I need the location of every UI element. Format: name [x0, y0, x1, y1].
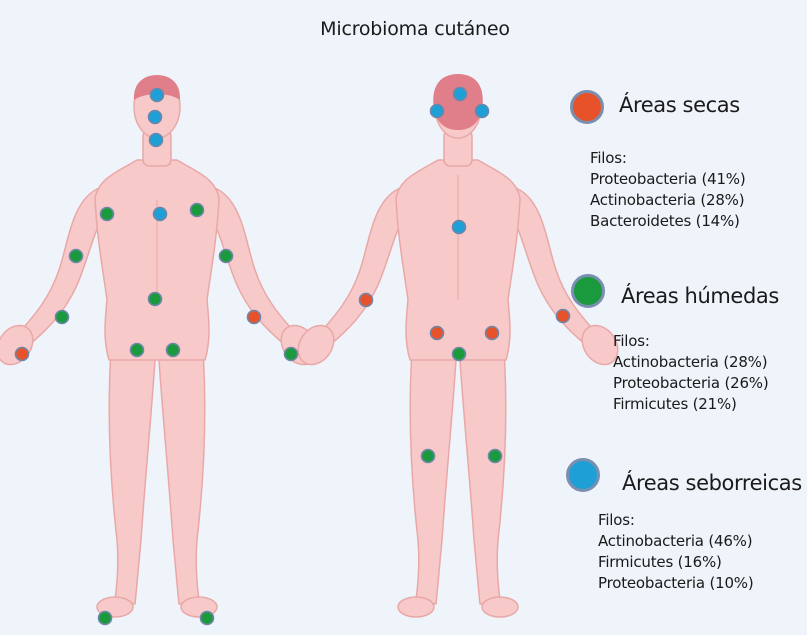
front-site-moist — [220, 250, 233, 263]
moist-areas-marker — [571, 274, 605, 308]
left-arm — [318, 188, 403, 345]
front-site-moist — [70, 250, 83, 263]
back-site-dry — [557, 310, 570, 323]
phylum-item: Actinobacteria (28%) — [613, 352, 769, 373]
moist-areas-phyla: Filos: Actinobacteria (28%) Proteobacter… — [613, 331, 769, 415]
phylum-item: Firmicutes (16%) — [598, 552, 754, 573]
front-site-sebaceous — [149, 111, 162, 124]
sebaceous-areas-label: Áreas seborreicas — [622, 471, 802, 495]
front-site-moist — [191, 204, 204, 217]
phylum-item: Firmicutes (21%) — [613, 394, 769, 415]
back-site-dry — [431, 327, 444, 340]
right-foot — [482, 597, 518, 617]
moist-areas-label: Áreas húmedas — [621, 284, 779, 308]
dry-areas-marker — [570, 90, 604, 124]
hair — [433, 74, 483, 130]
front-body-figure — [0, 75, 324, 617]
back-site-sebaceous — [454, 88, 467, 101]
front-site-moist — [149, 293, 162, 306]
front-site-moist — [285, 348, 298, 361]
phylum-item: Proteobacteria (26%) — [613, 373, 769, 394]
back-site-moist — [489, 450, 502, 463]
right-arm — [513, 188, 598, 345]
left-leg — [109, 335, 155, 604]
back-site-dry — [360, 294, 373, 307]
phyla-title: Filos: — [613, 331, 769, 352]
dry-areas-label: Áreas secas — [619, 93, 740, 117]
back-site-sebaceous — [476, 105, 489, 118]
front-site-sebaceous — [150, 134, 163, 147]
back-site-moist — [453, 348, 466, 361]
front-site-moist — [101, 208, 114, 221]
front-site-moist — [131, 344, 144, 357]
front-site-dry — [16, 348, 29, 361]
front-site-moist — [56, 311, 69, 324]
phylum-item: Bacteroidetes (14%) — [590, 211, 746, 232]
back-site-sebaceous — [453, 221, 466, 234]
front-site-sebaceous — [151, 89, 164, 102]
front-site-moist — [201, 612, 214, 625]
phylum-item: Proteobacteria (10%) — [598, 573, 754, 594]
phyla-title: Filos: — [590, 148, 746, 169]
front-site-moist — [167, 344, 180, 357]
back-site-dry — [486, 327, 499, 340]
front-site-dry — [248, 311, 261, 324]
phyla-title: Filos: — [598, 510, 754, 531]
front-site-sebaceous — [154, 208, 167, 221]
sebaceous-areas-phyla: Filos: Actinobacteria (46%) Firmicutes (… — [598, 510, 754, 594]
phylum-item: Proteobacteria (41%) — [590, 169, 746, 190]
back-site-sebaceous — [431, 105, 444, 118]
back-body-figure — [291, 74, 625, 617]
sebaceous-areas-marker — [566, 458, 600, 492]
phylum-item: Actinobacteria (28%) — [590, 190, 746, 211]
diagram-title: Microbioma cutáneo — [0, 18, 807, 40]
left-leg — [410, 335, 456, 604]
dry-areas-phyla: Filos: Proteobacteria (41%) Actinobacter… — [590, 148, 746, 232]
back-site-moist — [422, 450, 435, 463]
left-foot — [398, 597, 434, 617]
right-leg — [460, 335, 506, 604]
phylum-item: Actinobacteria (46%) — [598, 531, 754, 552]
front-site-moist — [99, 612, 112, 625]
right-leg — [159, 335, 205, 604]
